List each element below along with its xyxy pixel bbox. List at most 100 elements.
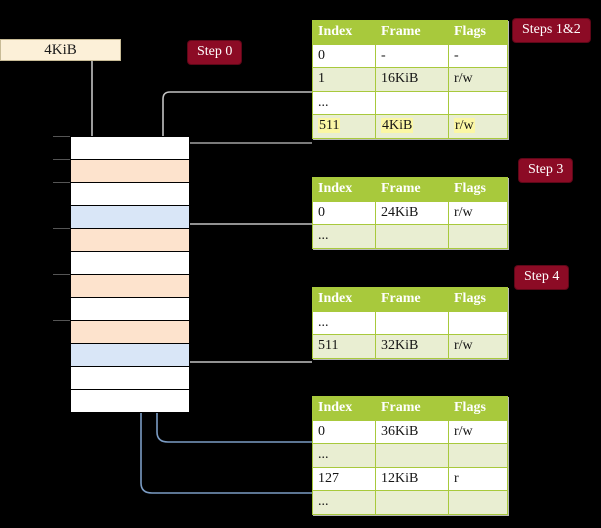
memory-row: [70, 366, 190, 390]
memory-row: [70, 389, 190, 413]
highlighted-value: 4KiB: [381, 118, 414, 133]
table-cell: ...: [312, 224, 376, 249]
memory-row-tick: [53, 136, 70, 137]
memory-row: [70, 343, 190, 367]
column-header-index: Index: [312, 177, 376, 202]
table-cell: ...: [312, 490, 376, 515]
memory-column: [70, 136, 190, 413]
badge-step-4: Step 4: [515, 266, 569, 289]
table-cell: r/w: [448, 114, 508, 139]
column-header-index: Index: [312, 20, 376, 45]
table-row: ...: [312, 490, 508, 515]
highlighted-value: r/w: [454, 118, 475, 133]
table-cell: [375, 310, 449, 335]
table-cell: -: [448, 43, 508, 68]
badge-step-3: Step 3: [519, 159, 573, 182]
table-cell: r/w: [448, 419, 508, 444]
highlighted-value: 511: [318, 118, 341, 133]
table-cell: 0: [312, 43, 376, 68]
memory-row: [70, 297, 190, 321]
table-cell: [448, 310, 508, 335]
memory-row-tick: [53, 228, 70, 229]
memory-row-tick: [53, 159, 70, 160]
table-cell: 127: [312, 466, 376, 491]
badge-step-3-label: Step 3: [528, 162, 564, 177]
table-cell: [448, 90, 508, 115]
table-cell: 16KiB: [375, 67, 449, 92]
memory-row: [70, 159, 190, 183]
memory-row-tick: [53, 274, 70, 275]
request-size-label: 4KiB: [44, 41, 77, 58]
table-cell: 36KiB: [375, 419, 449, 444]
table-cell: [375, 224, 449, 249]
table-cell: ...: [312, 443, 376, 468]
column-header-index: Index: [312, 396, 376, 421]
table-cell: 1: [312, 67, 376, 92]
table-cell: -: [375, 43, 449, 68]
table-cell: 24KiB: [375, 200, 449, 225]
column-header-flags: Flags: [448, 20, 508, 45]
table-cell: ...: [312, 90, 376, 115]
table-cell: 511: [312, 334, 376, 359]
table-cell: ...: [312, 310, 376, 335]
table-cell: [375, 443, 449, 468]
table-cell: [375, 490, 449, 515]
table-cell: 32KiB: [375, 334, 449, 359]
memory-row: [70, 136, 190, 160]
memory-row-tick: [53, 320, 70, 321]
memory-row: [70, 205, 190, 229]
column-header-index: Index: [312, 287, 376, 312]
table-row: ...: [312, 224, 508, 249]
table-cell: r/w: [448, 200, 508, 225]
table-cell: [448, 224, 508, 249]
table-cell: 12KiB: [375, 466, 449, 491]
memory-row: [70, 251, 190, 275]
memory-row: [70, 274, 190, 298]
table-row: 0--: [312, 43, 508, 68]
column-header-flags: Flags: [448, 396, 508, 421]
table-cell: 511: [312, 114, 376, 139]
badge-steps-1-2-label: Steps 1&2: [522, 22, 581, 37]
table-cell: [375, 90, 449, 115]
badge-steps-1-2: Steps 1&2: [513, 19, 590, 42]
badge-step-4-label: Step 4: [524, 269, 560, 284]
table-cell: [448, 443, 508, 468]
table-row: ...: [312, 90, 508, 115]
table-row: ...: [312, 310, 508, 335]
link-table2-row0-to-memory: [176, 223, 312, 244]
memory-row: [70, 228, 190, 252]
link-table3-row511-to-memory: [176, 300, 312, 363]
table-cell: 0: [312, 200, 376, 225]
request-size-box: 4KiB: [0, 39, 121, 61]
badge-step-0-label: Step 0: [197, 44, 233, 59]
memory-row: [70, 320, 190, 344]
column-header-frame: Frame: [375, 177, 449, 202]
table-cell: r: [448, 466, 508, 491]
column-header-frame: Frame: [375, 287, 449, 312]
table-cell: 4KiB: [375, 114, 449, 139]
column-header-flags: Flags: [448, 177, 508, 202]
column-header-frame: Frame: [375, 20, 449, 45]
table-row: 511 4KiB r/w: [312, 114, 508, 139]
table-cell: 0: [312, 419, 376, 444]
column-header-flags: Flags: [448, 287, 508, 312]
table-row: ...: [312, 443, 508, 468]
table-cell: r/w: [448, 334, 508, 359]
column-header-frame: Frame: [375, 396, 449, 421]
badge-step-0: Step 0: [188, 41, 242, 64]
table-cell: [448, 490, 508, 515]
memory-row: [70, 182, 190, 206]
memory-row-tick: [53, 182, 70, 183]
